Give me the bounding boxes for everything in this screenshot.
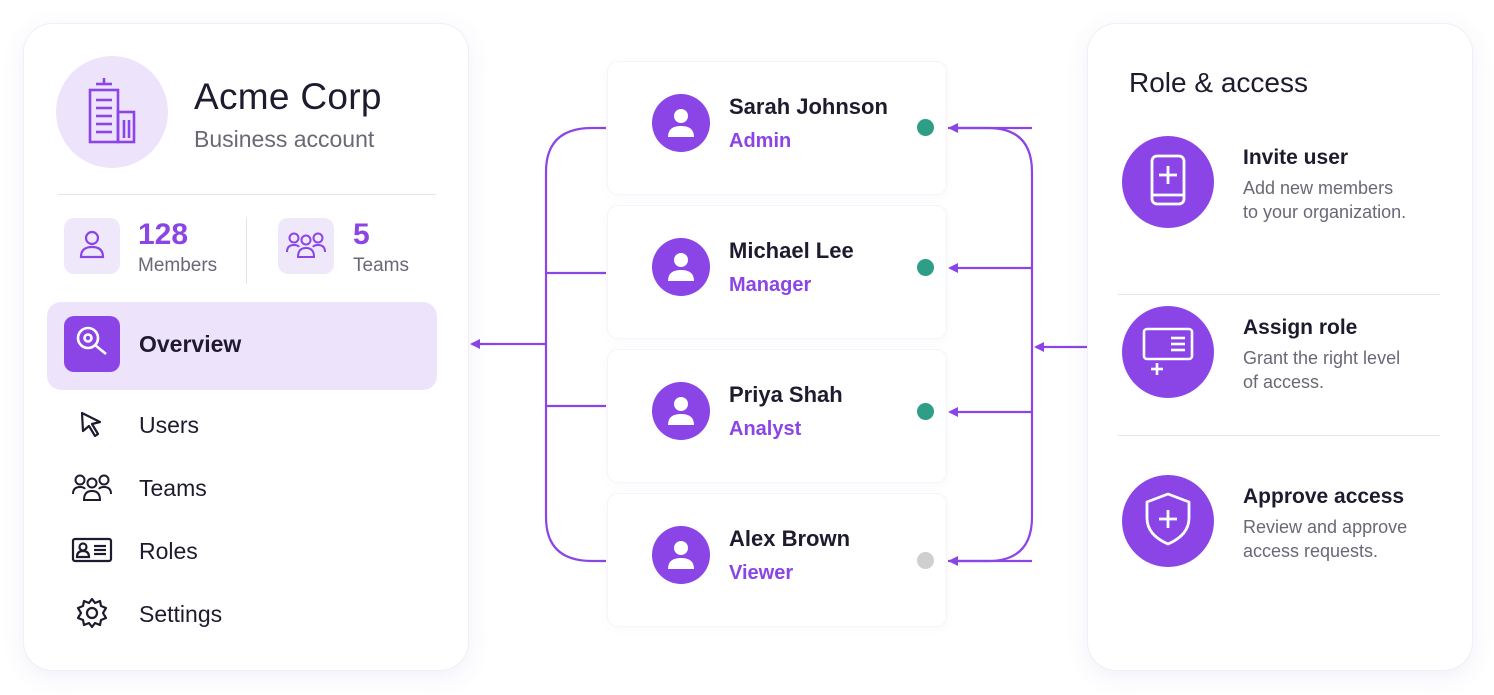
user-card-michael-lee[interactable]: Michael Lee Manager <box>608 206 946 338</box>
id-card-icon <box>70 534 114 566</box>
nav-item-teams-label: Teams <box>139 475 207 501</box>
user-card-sarah-johnson[interactable]: Sarah Johnson Admin <box>608 62 946 194</box>
status-dot-active <box>917 119 934 136</box>
panel-title: Role & access <box>1129 67 1308 98</box>
nav-item-overview-icon-box <box>64 316 120 372</box>
org-avatar <box>56 56 168 168</box>
members-count: 128 <box>138 218 189 251</box>
right-bracket-line <box>948 126 1034 563</box>
org-account-type: Business account <box>194 126 375 152</box>
building-icon <box>84 74 140 151</box>
team-icon <box>70 471 114 503</box>
teams-count: 5 <box>353 218 370 251</box>
approve-access-button[interactable] <box>1122 475 1214 567</box>
nav-item-settings-label: Settings <box>139 601 223 627</box>
invite-user-description: Add new members to your organization. <box>1243 178 1407 222</box>
teams-label: Teams <box>353 255 409 276</box>
shield-plus-icon <box>1143 491 1193 552</box>
nav-item-teams[interactable]: Teams <box>70 467 430 507</box>
user-role: Viewer <box>729 562 794 584</box>
invite-user-title: Invite user <box>1243 146 1349 169</box>
user-icon <box>79 229 105 264</box>
nav-item-roles-label: Roles <box>139 538 198 564</box>
status-dot-inactive <box>917 552 934 569</box>
divider <box>58 194 436 195</box>
status-dot-active <box>917 403 934 420</box>
assign-role-title: Assign role <box>1243 316 1358 339</box>
gear-icon <box>70 597 114 629</box>
team-icon <box>285 230 327 263</box>
user-avatar-icon <box>652 238 710 296</box>
members-stat-icon-box <box>64 218 120 274</box>
search-icon <box>74 324 110 365</box>
user-avatar-icon <box>652 526 710 584</box>
teams-stat-icon-box <box>278 218 334 274</box>
nav-item-users[interactable]: Users <box>70 404 430 444</box>
user-name: Michael Lee <box>729 238 854 263</box>
assign-role-description: Grant the right level of access. <box>1243 348 1401 392</box>
user-role: Analyst <box>729 418 802 440</box>
approve-access-title: Approve access <box>1243 485 1405 508</box>
org-name: Acme Corp <box>194 76 382 117</box>
approve-access-description: Review and approve access requests. <box>1243 517 1408 561</box>
user-avatar-icon <box>652 94 710 152</box>
card-plus-icon <box>1141 323 1195 382</box>
user-name: Priya Shah <box>729 382 843 407</box>
nav-item-roles[interactable]: Roles <box>70 530 430 570</box>
invite-user-button[interactable] <box>1122 136 1214 228</box>
divider <box>1118 294 1440 295</box>
assign-role-button[interactable] <box>1122 306 1214 398</box>
user-name: Sarah Johnson <box>729 94 888 119</box>
divider <box>1118 435 1440 436</box>
left-bracket-line <box>544 126 606 563</box>
account-card: Acme Corp Business account 128 Members 5… <box>24 24 468 670</box>
nav-item-settings[interactable]: Settings <box>70 593 430 633</box>
user-avatar-icon <box>652 382 710 440</box>
user-role: Admin <box>729 130 792 152</box>
nav-item-overview-label: Overview <box>139 331 242 357</box>
user-name: Alex Brown <box>729 526 851 551</box>
user-card-alex-brown[interactable]: Alex Brown Viewer <box>608 494 946 626</box>
cursor-icon <box>70 408 114 440</box>
members-label: Members <box>138 255 218 276</box>
role-access-panel: Role & access Invite user Add new member… <box>1088 24 1472 670</box>
user-role: Manager <box>729 274 812 296</box>
stat-divider <box>246 218 247 284</box>
nav-item-users-label: Users <box>139 412 200 438</box>
status-dot-active <box>917 259 934 276</box>
user-card-priya-shah[interactable]: Priya Shah Analyst <box>608 350 946 482</box>
phone-plus-icon <box>1148 153 1188 212</box>
nav-item-overview[interactable]: Overview <box>47 302 437 390</box>
